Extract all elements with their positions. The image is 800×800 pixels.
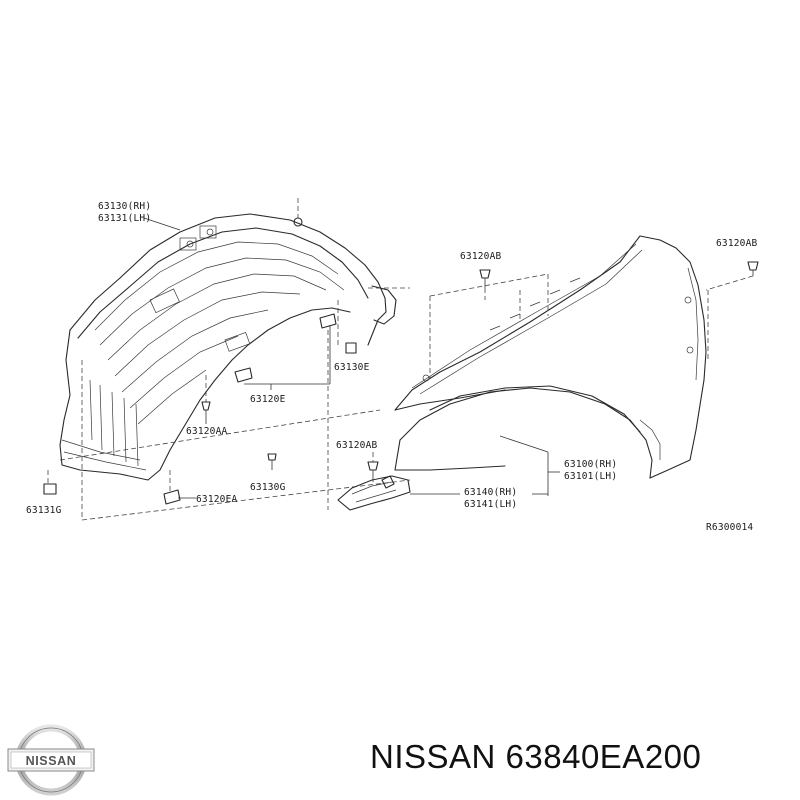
- right-fasteners: [367, 261, 759, 482]
- fender-protector-drawing: [59, 213, 397, 481]
- label-63131g: 63131G: [26, 505, 62, 516]
- label-63131-lh: 63131(LH): [98, 213, 151, 224]
- label-63101-lh: 63101(LH): [564, 471, 617, 482]
- label-63130g: 63130G: [250, 482, 286, 493]
- front-fender-drawing: [394, 235, 707, 479]
- right-leader-lines: [372, 273, 754, 496]
- label-63120ab-lower: 63120AB: [336, 440, 378, 451]
- diagram-reference-code: R6300014: [706, 522, 753, 533]
- part-number-labels: 63130(RH) 63131(LH) 63120AB 63120AB 6313…: [26, 201, 758, 533]
- left-fasteners: [43, 313, 357, 505]
- label-63120ab-top: 63120AB: [460, 251, 502, 262]
- label-63120e: 63120E: [250, 394, 286, 405]
- nissan-logo-text: NISSAN: [26, 754, 77, 768]
- part-title: NISSAN 63840EA200: [370, 738, 702, 775]
- label-63141-lh: 63141(LH): [464, 499, 517, 510]
- label-63120ea: 63120EA: [196, 494, 238, 505]
- label-63100-rh: 63100(RH): [564, 459, 617, 470]
- label-63130e: 63130E: [334, 362, 370, 373]
- nissan-logo: NISSAN: [7, 724, 95, 796]
- label-63130-rh: 63130(RH): [98, 201, 151, 212]
- label-63120ab-right: 63120AB: [716, 238, 758, 249]
- label-63140-rh: 63140(RH): [464, 487, 517, 498]
- fender-bracket-drawing: [337, 475, 411, 511]
- label-63120aa: 63120AA: [186, 426, 228, 437]
